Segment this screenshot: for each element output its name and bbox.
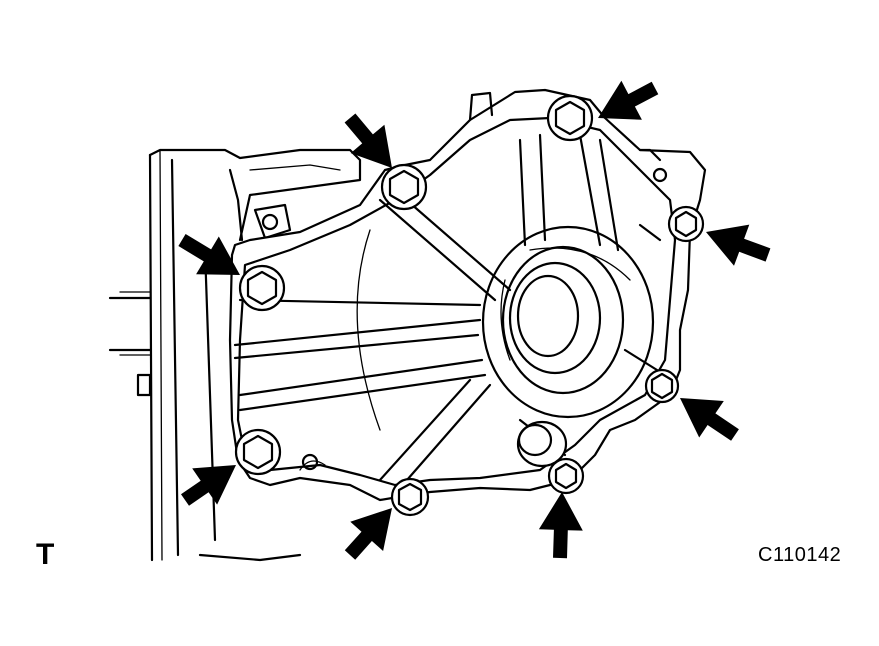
- arrow-icon: [181, 465, 236, 506]
- bolt-right: [644, 368, 680, 404]
- bolt-lower-left: [234, 428, 282, 476]
- carrier-housing: [228, 88, 707, 502]
- callout-arrows: [178, 80, 771, 560]
- bolt-bottom-right: [547, 457, 585, 495]
- bolt-top: [546, 94, 594, 142]
- bolt-upper-left: [380, 163, 428, 211]
- arrow-icon: [344, 113, 392, 168]
- bolt-bottom-left: [390, 477, 430, 517]
- figure-code: C110142: [758, 544, 842, 566]
- bolt-left: [238, 264, 286, 312]
- filler-plug: [516, 420, 568, 468]
- arrow-icon: [706, 224, 771, 266]
- arrow-icon: [598, 80, 659, 120]
- bolts: [234, 94, 705, 517]
- output-seal: [481, 225, 655, 419]
- arrow-icon: [344, 508, 392, 560]
- arrow-icon: [538, 492, 583, 559]
- arrow-icon: [178, 234, 240, 275]
- arrow-icon: [680, 398, 739, 441]
- bolt-upper-right: [667, 205, 705, 243]
- corner-letter: T: [36, 538, 55, 571]
